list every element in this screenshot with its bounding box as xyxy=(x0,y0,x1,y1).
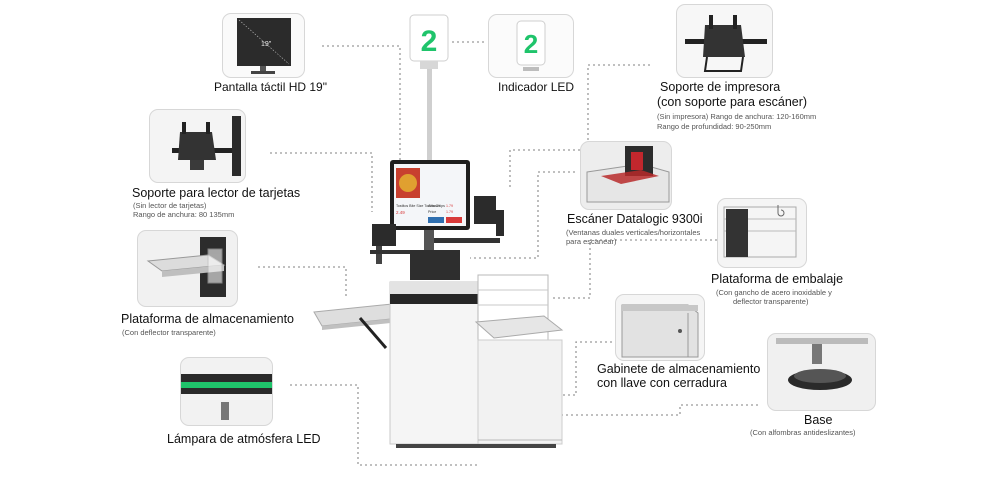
printer-mount-thumbnail xyxy=(676,4,773,78)
base-note: (Con alfombras antideslizantes) xyxy=(750,428,856,437)
scanner-tower xyxy=(410,250,460,280)
card-reader-note-1: (Sin lector de tarjetas) xyxy=(133,201,207,210)
cabinet-thumbnail xyxy=(615,294,705,361)
screen-row1-val: 1.79 xyxy=(446,204,453,208)
screen-thumbnail: 19" xyxy=(222,13,305,78)
screen-label: Pantalla táctil HD 19" xyxy=(214,80,327,94)
card-reader-mount xyxy=(372,224,396,246)
screen-stand xyxy=(424,230,434,252)
base-plinth xyxy=(396,444,556,448)
packing-label: Plataforma de embalaje xyxy=(711,272,844,286)
printer-arm xyxy=(434,238,500,243)
packing-cabinet xyxy=(477,339,563,445)
screen-row2-val: 1.79 xyxy=(446,210,453,214)
printer-note-1: (Sin impresora) Rango de anchura: 120-16… xyxy=(657,112,817,121)
led-pole xyxy=(427,69,432,165)
kiosk-illustration: 2 Tostitos Bite Size Tortilla Chips 2.49… xyxy=(313,14,564,448)
card-reader-label: Soporte para lector de tarjetas xyxy=(132,186,301,200)
scanner-label: Escáner Datalogic 9300i xyxy=(567,212,703,226)
packing-note-2: deflector transparente) xyxy=(733,297,809,306)
screen-row1: Amount xyxy=(428,204,440,208)
packing-note-1: (Con gancho de acero inoxidable y xyxy=(716,288,832,297)
scanner-thumbnail xyxy=(580,141,672,210)
card-reader-note-2: Rango de anchura: 80 135mm xyxy=(133,210,235,219)
storage-platform-thumbnail xyxy=(137,230,238,307)
led-thumbnail: 2 xyxy=(488,14,574,78)
screen-item-text: Tostitos Bite Size Tortilla Chips xyxy=(396,204,445,208)
scanner-connector xyxy=(470,171,575,259)
packing-connector xyxy=(552,239,742,299)
lamp-thumbnail xyxy=(180,357,273,426)
screen-row2: Price xyxy=(428,210,436,214)
storage-platform-note: (Con deflector transparente) xyxy=(122,328,216,337)
screen-price-tag: 2.49 xyxy=(396,210,405,215)
led-thumb-digit: 2 xyxy=(524,29,538,59)
cabinet-label-1: Gabinete de almacenamiento xyxy=(597,362,761,376)
scanner-note-1: (Ventanas duales verticales/horizontales xyxy=(566,228,701,237)
led-label: Indicador LED xyxy=(498,80,575,94)
card-reader-thumbnail xyxy=(149,109,246,183)
printer-note-2: Rango de profundidad: 90-250mm xyxy=(657,122,772,131)
base-label: Base xyxy=(804,413,833,427)
cabinet-label-2: con llave con cerradura xyxy=(597,376,727,390)
packing-thumbnail xyxy=(717,198,807,268)
base-thumbnail xyxy=(767,333,876,411)
scanner-note-2: para escanear) xyxy=(566,237,617,246)
printer-label-2: (con soporte para escáner) xyxy=(657,95,808,109)
screen-connector xyxy=(322,45,401,160)
led-indicator-digit: 2 xyxy=(421,25,438,58)
printer-label-1: Soporte de impresora xyxy=(660,80,781,94)
main-cabinet xyxy=(389,281,479,445)
storage-platform-label: Plataforma de almacenamiento xyxy=(121,312,295,326)
card-reader-connector xyxy=(270,152,373,212)
screen-size-mark: 19" xyxy=(261,41,272,48)
lamp-label: Lámpara de atmósfera LED xyxy=(167,432,321,446)
